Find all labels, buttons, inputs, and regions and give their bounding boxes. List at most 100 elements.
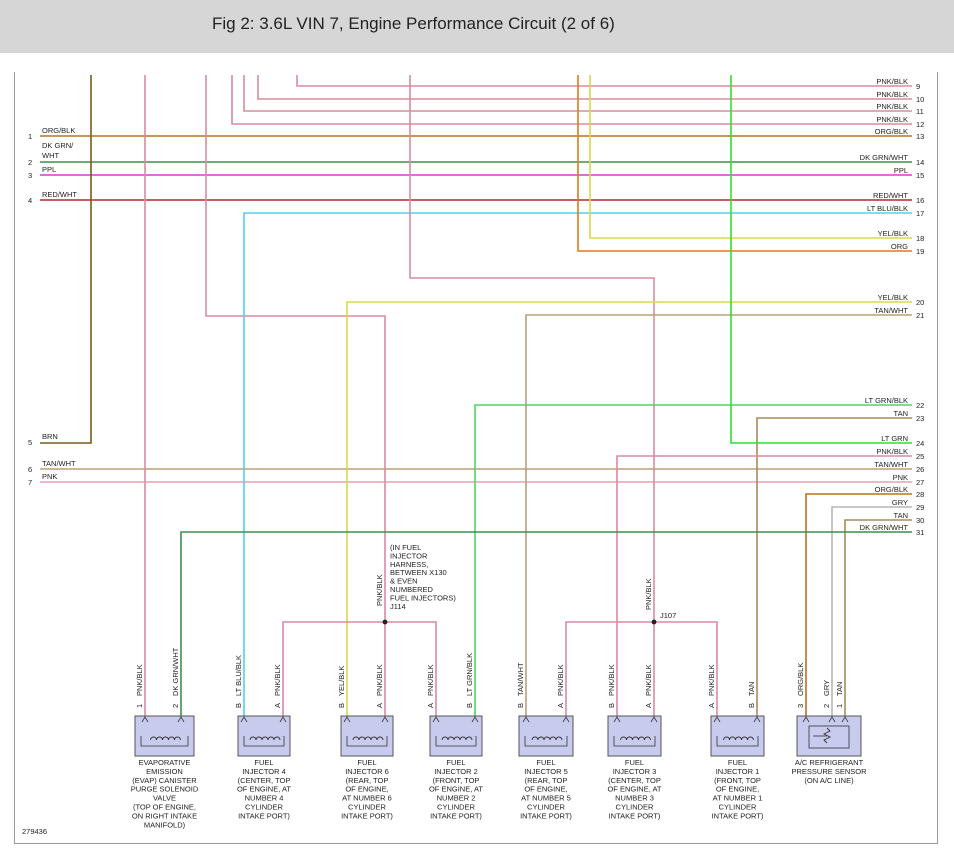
left-wire-label: WHT: [42, 151, 59, 160]
pin-wire-label: PNK/BLK: [644, 664, 653, 696]
component-name: INTAKE PORT): [430, 811, 482, 820]
left-wire-number: 6: [28, 465, 32, 474]
wire-25: [616, 455, 912, 716]
left-wire-label: PNK: [42, 472, 57, 481]
wire-9: [296, 75, 912, 87]
component-name: FUEL: [357, 758, 376, 767]
right-wire-number: 13: [916, 132, 924, 141]
right-wire-number: 16: [916, 196, 924, 205]
splice-j114-note: & EVEN: [390, 577, 418, 586]
right-wire-number: 19: [916, 247, 924, 256]
splice-j114-note: NUMBERED: [390, 585, 434, 594]
pin-arrow: [471, 716, 479, 723]
component-name: OF ENGINE, AT: [607, 785, 661, 794]
component-name: OF ENGINE,: [716, 785, 759, 794]
pin-wire-label: PNK/BLK: [607, 664, 616, 696]
pin-arrow: [562, 716, 570, 723]
wire-11: [243, 75, 912, 112]
component-name: (CENTER, TOP: [608, 776, 661, 785]
component-box: [134, 715, 195, 757]
coil-frame: [346, 736, 388, 747]
pin-wire-label: PNK/BLK: [273, 664, 282, 696]
left-wire-label: DK GRN/: [42, 141, 74, 150]
pin-wire-label: PNK/BLK: [135, 664, 144, 696]
right-wire-number: 17: [916, 209, 924, 218]
pin-wire-label: PNK/BLK: [375, 664, 384, 696]
component-box: [518, 715, 574, 757]
splice-j114-note: (IN FUEL: [390, 543, 421, 552]
splice-j114-note: INJECTOR: [390, 551, 428, 560]
wire-j114-branch: [282, 621, 437, 716]
pin-number: 2: [171, 704, 180, 708]
right-wire-number: 15: [916, 171, 924, 180]
right-wire-label: TAN: [894, 409, 908, 418]
component-name: (TOP OF ENGINE,: [133, 803, 196, 812]
coil-icon: [441, 736, 473, 741]
pin-number: B: [607, 703, 616, 708]
pin-arrow: [343, 716, 351, 723]
component-name: INTAKE PORT): [238, 811, 290, 820]
right-wire-label: PNK/BLK: [876, 90, 908, 99]
component-box: [340, 715, 394, 757]
wire-24: [730, 75, 912, 444]
left-wire-label: BRN: [42, 432, 58, 441]
pin-number: A: [556, 703, 565, 708]
wire-20: [346, 301, 912, 716]
component-name: INJECTOR 1: [716, 767, 760, 776]
right-wire-number: 22: [916, 401, 924, 410]
pin-number: A: [707, 703, 716, 708]
pin-arrow: [650, 716, 658, 723]
pin-wire-label: YEL/BLK: [337, 666, 346, 696]
pin-wire-label: LT GRN/BLK: [465, 653, 474, 696]
component-name: CYLINDER: [437, 803, 476, 812]
component-name: (FRONT, TOP: [433, 776, 480, 785]
component-name: MANIFOLD): [144, 820, 186, 829]
wire-12: [231, 75, 912, 125]
right-wire-label: ORG: [891, 242, 908, 251]
right-wire-label: TAN/WHT: [874, 306, 908, 315]
pin-arrow: [279, 716, 287, 723]
pin-arrow: [432, 716, 440, 723]
left-wire-label: RED/WHT: [42, 190, 77, 199]
pin-number: A: [273, 703, 282, 708]
right-wire-number: 27: [916, 478, 924, 487]
splice-j107-wire-label: PNK/BLK: [644, 578, 653, 610]
right-wire-label: PNK/BLK: [876, 102, 908, 111]
component-name: (ON A/C LINE): [804, 776, 854, 785]
component-name: OF ENGINE,: [524, 785, 567, 794]
wire-30: [844, 519, 912, 716]
right-wire-label: PNK/BLK: [876, 115, 908, 124]
component-box: [607, 715, 662, 757]
right-wire-number: 9: [916, 82, 920, 91]
component-name: INJECTOR 5: [524, 767, 568, 776]
right-wire-number: 18: [916, 234, 924, 243]
splice-j114-note: FUEL INJECTORS): [390, 593, 456, 602]
right-wire-label: YEL/BLK: [878, 293, 908, 302]
left-wire-number: 7: [28, 478, 32, 487]
component-name: PRESSURE SENSOR: [791, 767, 867, 776]
right-wire-label: DK GRN/WHT: [860, 153, 909, 162]
pin-wire-label: TAN/WHT: [516, 662, 525, 696]
coil-icon: [352, 736, 384, 741]
resistor-icon: [822, 727, 832, 744]
splice-j107-dot: [651, 619, 657, 625]
component-name: FUEL: [728, 758, 747, 767]
pin-number: A: [644, 703, 653, 708]
component-name: CYLINDER: [527, 803, 566, 812]
right-wire-label: ORG/BLK: [875, 485, 908, 494]
coil-frame: [435, 736, 477, 747]
left-wire-label: ORG/BLK: [42, 126, 75, 135]
pin-wire-label: DK GRN/WHT: [171, 647, 180, 696]
pin-arrow: [613, 716, 621, 723]
wire-17: [243, 212, 912, 716]
component-name: INJECTOR 6: [345, 767, 389, 776]
coil-frame: [243, 736, 285, 747]
right-wire-label: LT GRN: [881, 434, 908, 443]
right-wire-number: 10: [916, 95, 924, 104]
component-name: AT NUMBER 1: [713, 794, 763, 803]
component-box: [710, 715, 765, 757]
component-name: CYLINDER: [348, 803, 387, 812]
pin-arrow: [713, 716, 721, 723]
component-name: A/C REFRIGERANT: [795, 758, 864, 767]
